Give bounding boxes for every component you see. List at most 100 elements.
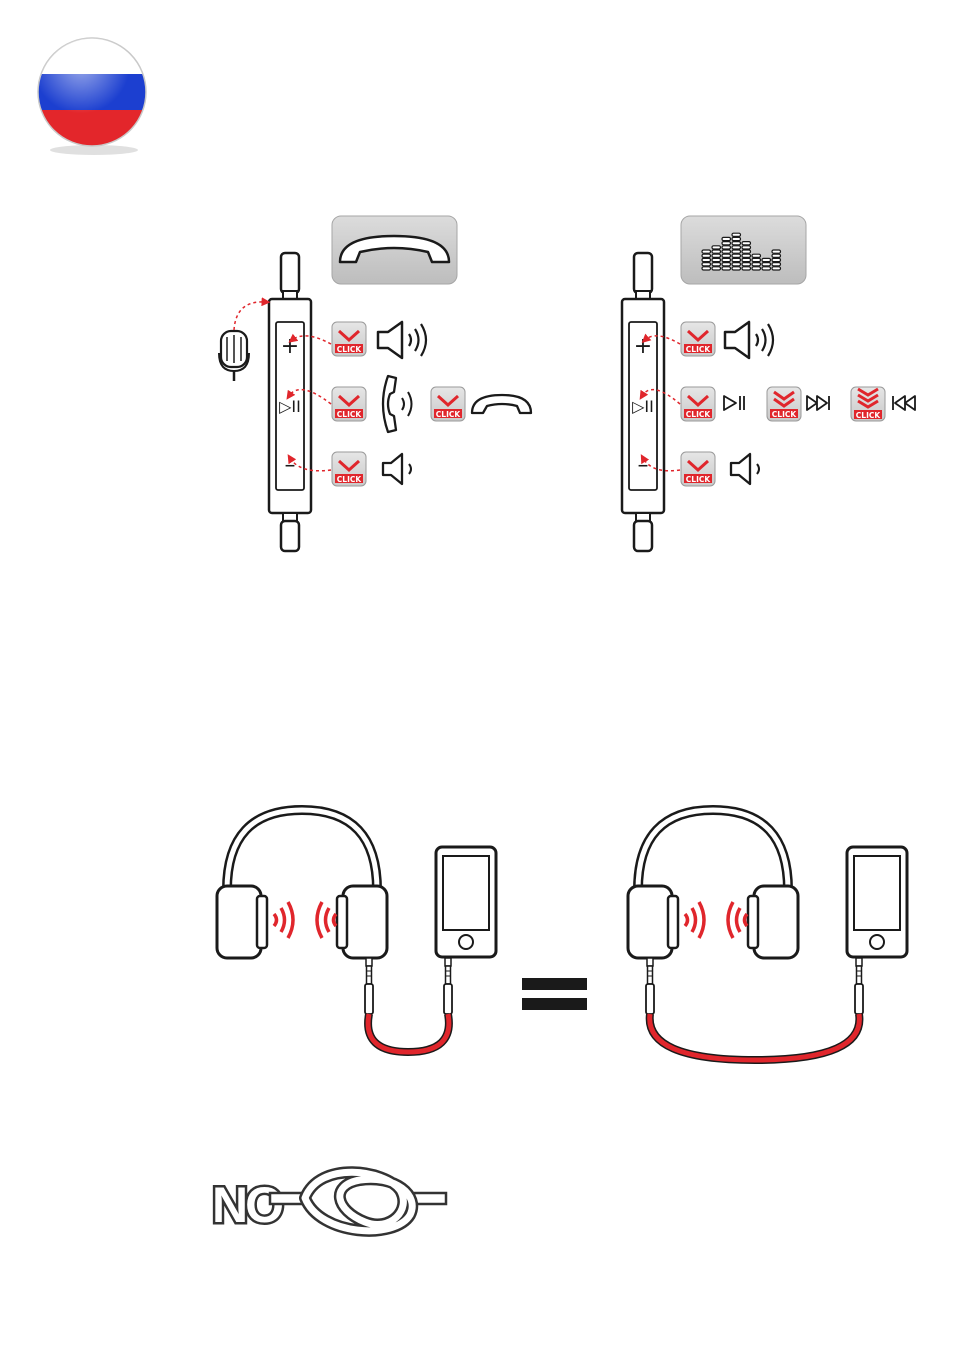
click-button: CLICK: [332, 322, 366, 356]
equalizer-bar-segment: [732, 258, 741, 261]
equalizer-bar-segment: [712, 263, 721, 266]
click-label: CLICK: [686, 475, 712, 484]
equalizer-bar-segment: [762, 267, 771, 270]
equalizer-bar-segment: [712, 254, 721, 257]
play-pause-icon: [724, 396, 744, 410]
smartphone-icon: [847, 847, 907, 957]
equalizer-bar-segment: [772, 254, 781, 257]
equalizer-bar-segment: [722, 237, 731, 240]
volume-up-icon: [378, 322, 426, 358]
volume-down-icon: [731, 454, 759, 484]
click-label: CLICK: [686, 410, 712, 419]
equalizer-bar-segment: [732, 246, 741, 249]
equals-icon: [522, 978, 587, 1010]
equalizer-bar-segment: [742, 267, 751, 270]
equalizer-bar-segment: [702, 267, 711, 270]
remote-control: + ▷II –: [269, 253, 311, 551]
equalizer-bar-segment: [702, 263, 711, 266]
click-label: CLICK: [337, 475, 363, 484]
russian-flag-icon: [38, 38, 146, 155]
equalizer-bar-segment: [712, 246, 721, 249]
phone-handset-icon: [332, 216, 457, 284]
equalizer-bar-segment: [712, 258, 721, 261]
equalizer-bar-segment: [722, 246, 731, 249]
cable-length-diagram: [217, 810, 907, 1060]
equalizer-bar-segment: [722, 242, 731, 245]
equalizer-bar-segment: [702, 258, 711, 261]
equalizer-bar-segment: [772, 258, 781, 261]
equalizer-bar-segment: [702, 254, 711, 257]
equalizer-bar-segment: [732, 237, 741, 240]
previous-track-icon: [893, 396, 915, 410]
equalizer-bar-segment: [762, 258, 771, 261]
phone-jack: [855, 958, 863, 1014]
remote-control: + ▷II –: [622, 253, 664, 551]
headphone-jack: [646, 958, 654, 1014]
music-controls-panel: + ▷II – CLICK CLICK CLICK CLICK: [622, 216, 915, 551]
volume-minus-symbol: –: [285, 453, 296, 478]
click-label: CLICK: [436, 410, 462, 419]
equalizer-bar-segment: [712, 267, 721, 270]
microphone-icon: [219, 331, 249, 381]
headphones-icon: [217, 810, 387, 958]
equalizer-bar-segment: [732, 263, 741, 266]
click-label: CLICK: [772, 410, 798, 419]
phone-jack: [444, 958, 452, 1014]
equalizer-bar-segment: [722, 250, 731, 253]
equalizer-bar-segment: [732, 267, 741, 270]
equalizer-bar-segment: [702, 250, 711, 253]
play-pause-symbol: ▷II: [279, 397, 301, 416]
click-button: CLICK: [681, 322, 715, 356]
equalizer-bar-segment: [722, 263, 731, 266]
equalizer-bar-segment: [732, 250, 741, 253]
equalizer-bar-segment: [772, 267, 781, 270]
next-track-icon: [807, 396, 829, 410]
equalizer-bar-segment: [742, 250, 751, 253]
volume-down-icon: [383, 454, 411, 484]
equalizer-bar-segment: [752, 258, 761, 261]
equalizer-bar-segment: [732, 233, 741, 236]
click-button: CLICK: [332, 452, 366, 486]
click-label: CLICK: [337, 410, 363, 419]
sound-waves-icon: [274, 902, 336, 938]
equalizer-bar-segment: [722, 267, 731, 270]
equalizer-bar-segment: [722, 254, 731, 257]
play-pause-symbol: ▷II: [632, 397, 654, 416]
volume-minus-symbol: –: [638, 453, 649, 478]
equalizer-bar-segment: [742, 242, 751, 245]
equalizer-bar-segment: [752, 254, 761, 257]
knot-icon: [270, 1172, 446, 1231]
equalizer-bar-segment: [732, 254, 741, 257]
equalizer-icon: [681, 216, 806, 284]
triple-click-button: CLICK: [851, 387, 885, 421]
click-button: CLICK: [681, 452, 715, 486]
click-label: CLICK: [856, 411, 882, 420]
equalizer-bar-segment: [762, 263, 771, 266]
equalizer-bar-segment: [742, 263, 751, 266]
click-button: CLICK: [431, 387, 465, 421]
equalizer-bar-segment: [742, 254, 751, 257]
equalizer-bar-segment: [772, 263, 781, 266]
equalizer-bar-segment: [772, 250, 781, 253]
equalizer-bar-segment: [722, 258, 731, 261]
click-button: CLICK: [332, 387, 366, 421]
no-knot-warning: NO: [212, 1172, 446, 1233]
sound-waves-icon: [685, 902, 747, 938]
equalizer-bar-segment: [742, 246, 751, 249]
volume-up-icon: [725, 322, 773, 358]
equalizer-bar-segment: [752, 263, 761, 266]
equalizer-bar-segment: [742, 258, 751, 261]
click-label: CLICK: [686, 345, 712, 354]
click-button: CLICK: [681, 387, 715, 421]
answer-call-icon: [383, 376, 412, 432]
headphone-jack: [365, 958, 373, 1014]
call-controls-panel: + ▷II – CLICK CLICK: [219, 216, 531, 551]
click-label: CLICK: [337, 345, 363, 354]
hang-up-icon: [472, 395, 531, 413]
double-click-button: CLICK: [767, 387, 801, 421]
headphones-icon: [628, 810, 798, 958]
equalizer-bar-segment: [752, 267, 761, 270]
equalizer-bar-segment: [732, 242, 741, 245]
equalizer-bar-segment: [712, 250, 721, 253]
